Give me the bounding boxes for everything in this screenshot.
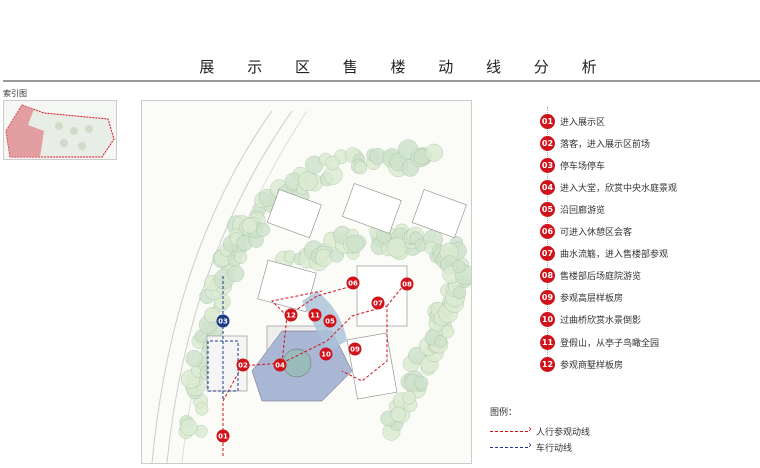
- route-step-item: 08 售楼部后场庭院游览: [540, 268, 641, 284]
- tree-icon: [452, 259, 466, 274]
- index-map-label: 索引图: [3, 89, 27, 98]
- map-marker-12: 12: [284, 308, 298, 322]
- map-marker-01: 01: [216, 429, 230, 443]
- step-label: 沿回廊游览: [560, 205, 606, 216]
- tree-icon: [441, 325, 455, 339]
- tree-icon: [180, 418, 198, 436]
- tree-icon: [402, 390, 417, 405]
- title-divider: [3, 80, 760, 82]
- step-number-badge: 04: [540, 179, 555, 195]
- route-step-item: 10 过曲桥欣赏水景倒影: [540, 312, 641, 328]
- tree-icon: [185, 349, 203, 368]
- route-step-item: 03 停车场停车: [540, 157, 605, 173]
- map-marker-02: 02: [236, 358, 250, 372]
- legend-pedestrian: 人行参观动线: [490, 424, 591, 438]
- tree-icon: [298, 171, 318, 192]
- tree-icon: [325, 155, 340, 171]
- tree-icon: [434, 335, 447, 348]
- step-label: 参观高层样板房: [560, 294, 624, 305]
- tree-icon: [390, 406, 406, 422]
- step-number-badge: 09: [540, 290, 555, 306]
- site-plan-map: 01 02 03 04 05 06 07 08 09 10 11 12: [141, 100, 472, 464]
- tree-icon: [386, 237, 408, 258]
- tree-icon: [453, 286, 467, 300]
- route-step-item: 02 落客，进入展示区前场: [540, 135, 650, 151]
- tree-icon: [346, 234, 365, 253]
- step-number-badge: 01: [540, 113, 555, 129]
- step-label: 曲水流觞，进入售楼部参观: [560, 250, 669, 261]
- map-marker-11: 11: [308, 308, 322, 322]
- step-number-badge: 12: [540, 356, 555, 372]
- route-step-item: 09 参观高层样板房: [540, 290, 623, 306]
- map-marker-10: 10: [319, 347, 333, 361]
- route-step-item: 06 可进入休憩区会客: [540, 224, 632, 240]
- legend-pedestrian-label: 人行参观动线: [536, 428, 591, 438]
- page-title: 展 示 区 售 楼 动 线 分 析: [199, 58, 611, 76]
- legend-vehicle: 车行动线: [490, 440, 573, 454]
- route-step-item: 07 曲水流觞，进入售楼部参观: [540, 246, 668, 262]
- vehicle-line-icon: [490, 440, 532, 451]
- map-marker-09: 09: [348, 342, 362, 356]
- index-map: [3, 100, 117, 160]
- route-step-item: 04 进入大堂，欣赏中央水庭景观: [540, 179, 677, 195]
- step-number-badge: 06: [540, 224, 555, 239]
- step-label: 参观商墅样板房: [560, 360, 624, 371]
- map-marker-04: 04: [273, 358, 287, 372]
- tree-icon: [234, 250, 248, 265]
- tree-icon: [354, 161, 368, 175]
- step-label: 登假山，从亭子鸟瞰全园: [560, 338, 660, 349]
- tree-icon: [227, 265, 245, 283]
- step-label: 过曲桥欣赏水景倒影: [560, 316, 642, 327]
- tree-icon: [195, 402, 209, 416]
- step-label: 进入大堂，欣赏中央水庭景观: [560, 183, 678, 194]
- step-label: 可进入休憩区会客: [560, 228, 633, 238]
- route-step-item: 05 沿回廊游览: [540, 201, 605, 217]
- tree-icon: [414, 375, 429, 390]
- pedestrian-line-icon: [490, 424, 532, 435]
- step-label: 售楼部后场庭院游览: [560, 272, 642, 283]
- map-marker-05: 05: [323, 314, 337, 328]
- tree-icon: [425, 143, 443, 162]
- route-step-item: 01 进入展示区: [540, 113, 605, 129]
- step-number-badge: 11: [540, 334, 555, 350]
- step-number-badge: 05: [540, 201, 555, 217]
- legend-vehicle-label: 车行动线: [536, 444, 573, 454]
- step-label: 停车场停车: [560, 161, 606, 172]
- legend-title: 图例：: [490, 408, 518, 418]
- step-number-badge: 08: [540, 268, 555, 284]
- map-marker-07: 07: [371, 296, 385, 310]
- map-marker-08: 08: [400, 277, 414, 291]
- step-number-badge: 10: [540, 312, 555, 328]
- step-number-badge: 07: [540, 246, 555, 262]
- tree-icon: [241, 217, 258, 234]
- route-step-item: 11 登假山，从亭子鸟瞰全园: [540, 334, 659, 350]
- step-number-badge: 02: [540, 135, 555, 151]
- tree-icon: [255, 222, 270, 237]
- step-label: 进入展示区: [560, 117, 606, 128]
- step-label: 落客，进入展示区前场: [560, 139, 651, 150]
- map-marker-03: 03: [216, 314, 230, 328]
- map-marker-06: 06: [346, 276, 360, 290]
- step-number-badge: 03: [540, 157, 555, 173]
- route-step-item: 12 参观商墅样板房: [540, 356, 623, 372]
